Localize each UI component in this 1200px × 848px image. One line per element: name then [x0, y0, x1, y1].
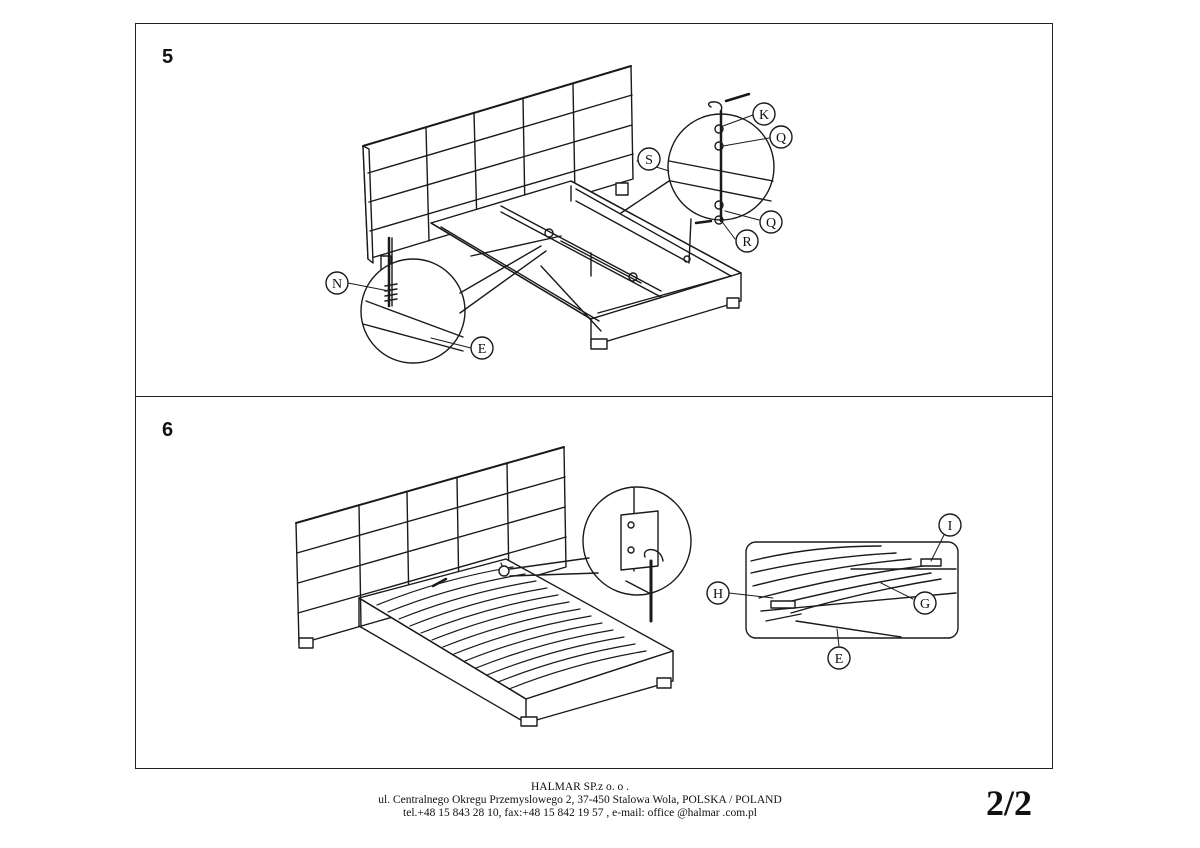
svg-text:S: S [645, 153, 653, 168]
svg-text:K: K [759, 108, 769, 123]
svg-text:N: N [332, 277, 342, 292]
callout-e: E [470, 336, 494, 360]
step-6-panel: 6 [135, 396, 1053, 769]
step-5-illustration: K Q S Q R N E [325, 65, 793, 364]
company-address: ul. Centralnego Okregu Przemyslowego 2, … [378, 794, 782, 806]
callout-g: G [913, 591, 937, 615]
callout-n: N [325, 271, 349, 295]
step-5-panel: 5 [135, 23, 1053, 397]
callout-i: I [938, 513, 962, 537]
svg-text:I: I [948, 519, 953, 534]
zoom-detail-bracket [498, 486, 692, 623]
callout-h: H [706, 581, 730, 605]
svg-text:Q: Q [766, 216, 776, 231]
callout-q-lower: Q [759, 210, 783, 234]
page-number: 2/2 [986, 783, 1033, 823]
inset-slat-detail [745, 541, 959, 639]
zoom-detail-right [620, 92, 775, 264]
company-contact: tel.+48 15 843 28 10, fax:+48 15 842 19 … [403, 807, 757, 819]
step-number: 5 [162, 46, 174, 68]
callout-s: S [637, 147, 661, 171]
step-6-illustration: I H G E [295, 446, 962, 727]
svg-text:E: E [835, 652, 844, 667]
callout-leaders [728, 530, 947, 647]
slats [376, 562, 647, 690]
svg-text:G: G [920, 597, 930, 612]
svg-text:R: R [742, 235, 752, 250]
company-name: HALMAR SP.z o. o . [530, 781, 630, 793]
svg-text:E: E [478, 342, 487, 357]
svg-text:Q: Q [776, 131, 786, 146]
headboard [362, 65, 634, 271]
headboard [295, 446, 567, 649]
bed-frame [430, 180, 742, 350]
callout-k: K [752, 102, 776, 126]
footer: HALMAR SP.z o. o . ul. Centralnego Okreg… [300, 781, 860, 820]
step-number: 6 [162, 419, 174, 441]
callout-q-upper: Q [769, 125, 793, 149]
zoom-detail-left [360, 236, 547, 364]
svg-text:H: H [713, 587, 723, 602]
callout-e: E [827, 646, 851, 670]
callout-r: R [735, 229, 759, 253]
